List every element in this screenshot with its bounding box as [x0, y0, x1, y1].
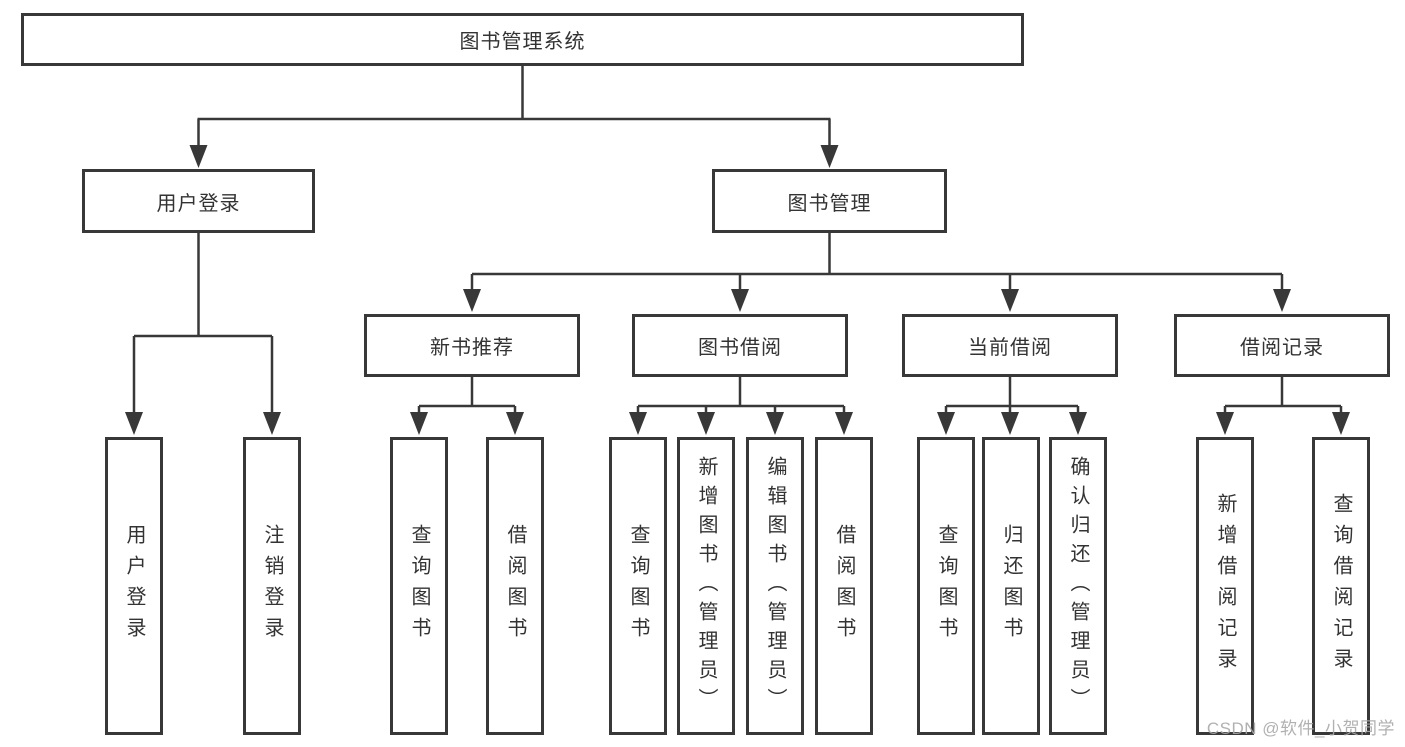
node-label: 注销登录: [261, 524, 283, 648]
leaf-add-book-admin: 新增图书（管理员）: [677, 437, 735, 735]
node-label: 新增借阅记录: [1214, 493, 1236, 679]
node-label: 归还图书: [1000, 524, 1022, 648]
node-label: 编辑图书（管理员）: [764, 455, 786, 717]
leaf-return-book: 归还图书: [982, 437, 1040, 735]
watermark: CSDN @软件_小贺同学: [1206, 719, 1395, 738]
node-label: 查询借阅记录: [1330, 493, 1352, 679]
node-label: 借阅图书: [833, 524, 855, 648]
node-label: 用户登录: [156, 192, 241, 215]
node-label: 查询图书: [935, 524, 957, 648]
node-label: 查询图书: [627, 524, 649, 648]
leaf-edit-book-admin: 编辑图书（管理员）: [746, 437, 804, 735]
leaf-add-borrow-record: 新增借阅记录: [1196, 437, 1254, 735]
node-label: 图书管理系统: [459, 31, 586, 53]
node-label: 确认归还（管理员）: [1067, 455, 1089, 717]
node-library-management-system: 图书管理系统: [21, 13, 1024, 66]
node-book-management: 图书管理: [712, 169, 947, 233]
leaf-confirm-return-admin: 确认归还（管理员）: [1049, 437, 1107, 735]
node-label: 借阅记录: [1240, 337, 1324, 359]
leaf-logout: 注销登录: [243, 437, 301, 735]
node-label: 当前借阅: [968, 337, 1052, 359]
leaf-query-books-borrowing: 查询图书: [609, 437, 667, 735]
leaf-borrow-books-borrowing: 借阅图书: [815, 437, 873, 735]
node-label: 图书管理: [787, 192, 872, 215]
leaf-query-borrow-record: 查询借阅记录: [1312, 437, 1370, 735]
node-label: 用户登录: [123, 524, 145, 648]
node-new-book-recommendation: 新书推荐: [364, 314, 580, 377]
leaf-query-books-current: 查询图书: [917, 437, 975, 735]
node-book-borrowing: 图书借阅: [632, 314, 848, 377]
node-label: 新书推荐: [430, 337, 514, 359]
leaf-user-login: 用户登录: [105, 437, 163, 735]
node-label: 新增图书（管理员）: [695, 455, 717, 717]
node-user-login: 用户登录: [82, 169, 315, 233]
node-label: 图书借阅: [698, 337, 782, 359]
node-label: 查询图书: [408, 524, 430, 648]
leaf-borrow-books-recommend: 借阅图书: [486, 437, 544, 735]
node-label: 借阅图书: [504, 524, 526, 648]
leaf-query-books-recommend: 查询图书: [390, 437, 448, 735]
node-borrowing-records: 借阅记录: [1174, 314, 1390, 377]
node-current-borrowing: 当前借阅: [902, 314, 1118, 377]
